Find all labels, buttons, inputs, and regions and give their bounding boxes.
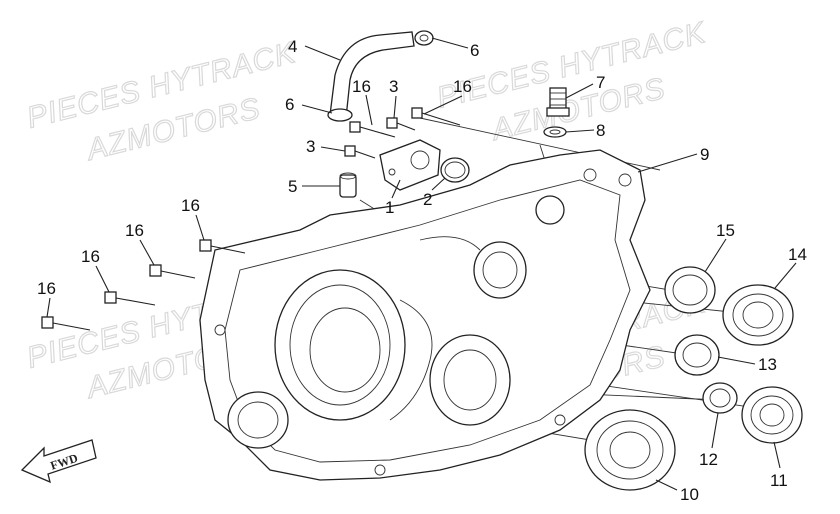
leader-line: [717, 356, 756, 365]
callout-label: 16: [181, 196, 200, 215]
leader-line: [195, 214, 205, 241]
callout-label: 7: [596, 73, 605, 92]
callout-label: 4: [288, 37, 297, 56]
leader-line: [774, 262, 797, 289]
o-ring: [440, 157, 470, 183]
leader-line: [773, 441, 781, 469]
bolt: [386, 117, 416, 131]
callout-label: 14: [788, 245, 807, 264]
callout-label: 15: [716, 221, 735, 240]
ball-bearing-medium: [741, 386, 803, 444]
leader-line: [139, 239, 155, 266]
hose-clamp-top: [414, 30, 434, 46]
callout-label: 16: [37, 279, 56, 298]
leader-line: [637, 153, 698, 173]
callout-label: 6: [285, 95, 294, 114]
leader-line: [365, 94, 373, 126]
callout-label: 2: [423, 190, 432, 209]
crank-bearing: [584, 409, 676, 491]
callout-label: 16: [453, 77, 472, 96]
callout-label: 16: [352, 77, 371, 96]
leader-line: [304, 45, 341, 61]
breather-hose: [329, 31, 415, 119]
callout-label: 6: [470, 41, 479, 60]
leader-line: [423, 95, 463, 115]
bolt: [104, 291, 156, 306]
leader-line: [95, 265, 110, 293]
leader-line: [565, 83, 594, 99]
leader-line: [301, 104, 333, 114]
leader-line: [565, 129, 595, 133]
bolt: [411, 107, 461, 126]
temperature-sensor: [546, 87, 570, 117]
leader-line: [431, 37, 469, 49]
small-seal: [702, 382, 738, 414]
oil-seal: [664, 266, 716, 314]
long-bolts: [41, 239, 246, 331]
callout-labels: 4 6 16 3 16 6 7 8 3 9 5 2 1 16 16 15 14 …: [37, 37, 807, 504]
leader-lines: [46, 37, 797, 491]
ball-bearing-small: [674, 334, 720, 376]
callout-label: 13: [758, 355, 777, 374]
bolt: [149, 264, 196, 279]
bolt: [349, 121, 396, 138]
callout-label: 8: [596, 121, 605, 140]
callout-label: 12: [699, 450, 718, 469]
callout-label: 11: [770, 471, 788, 490]
callout-label: 3: [306, 137, 315, 156]
sealing-washer: [543, 126, 567, 138]
callout-label: 5: [288, 177, 297, 196]
leader-line: [431, 177, 446, 191]
hose-clamp-lower: [327, 108, 353, 122]
leader-line: [46, 297, 51, 318]
callout-label: 9: [700, 145, 709, 164]
callout-label: 1: [385, 198, 394, 217]
leader-line: [393, 95, 397, 119]
bolt: [344, 145, 376, 159]
bolt: [199, 239, 246, 254]
forward-direction-arrow: FWD: [20, 439, 97, 484]
collar: [339, 172, 357, 198]
callout-label: 10: [680, 485, 699, 504]
leader-line: [711, 412, 719, 449]
cover-plate: [379, 139, 441, 191]
leader-line: [704, 238, 727, 273]
callout-label: 16: [81, 247, 100, 266]
crankcase-half: [199, 149, 651, 481]
callout-label: 16: [125, 221, 144, 240]
leader-line: [655, 479, 678, 491]
leader-line: [320, 146, 346, 152]
callout-label: 3: [389, 77, 398, 96]
leader-line: [391, 179, 401, 199]
ball-bearing-large: [722, 284, 794, 346]
